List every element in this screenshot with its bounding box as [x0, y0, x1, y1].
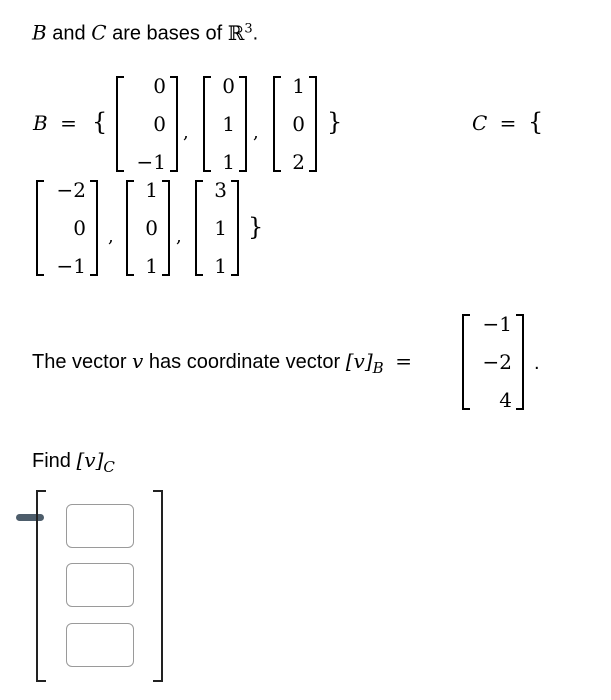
answer-left-bracket: [36, 490, 46, 682]
coordinate-middle-text: has coordinate vector: [148, 351, 341, 373]
matrix-entry: 2: [292, 150, 305, 174]
basis-b-symbol: B: [32, 20, 47, 45]
coordinate-b-vector: −1 −2 4: [462, 314, 524, 410]
drag-handle-icon[interactable]: [16, 514, 44, 521]
matrix-entry: 1: [145, 178, 158, 202]
find-text: Find: [32, 450, 71, 472]
basis-b-vector-3: 1 0 2: [273, 76, 317, 172]
coordinate-b-notation: [v]B: [345, 349, 384, 377]
separator-comma: ,: [108, 226, 114, 247]
intro-are-text: are bases of: [112, 22, 223, 45]
matrix-entry: 1: [222, 112, 235, 136]
matrix-entry: 1: [214, 254, 227, 278]
basis-c-vector-3: 3 1 1: [195, 180, 239, 276]
basis-c-equals: =: [499, 111, 517, 135]
matrix-entry: −1: [56, 254, 86, 278]
real-space-exponent: 3: [244, 21, 253, 36]
matrix-entry: 4: [499, 388, 512, 412]
answer-right-bracket: [153, 490, 163, 682]
separator-comma: ,: [183, 122, 189, 143]
matrix-entry: 1: [214, 216, 227, 240]
coordinate-equals: =: [395, 349, 412, 373]
basis-b-close-brace: }: [327, 108, 343, 136]
matrix-entry: 0: [292, 112, 305, 136]
matrix-entry: 0: [153, 74, 166, 98]
find-c-subscript: C: [103, 458, 115, 476]
matrix-entry: 0: [73, 216, 86, 240]
matrix-entry: 1: [145, 254, 158, 278]
intro-sentence: B and C are bases of ℝ3.: [32, 22, 258, 44]
matrix-entry: 0: [153, 112, 166, 136]
coordinate-sentence: The vector v has coordinate vector [v]B …: [32, 351, 412, 376]
basis-b-open-brace: {: [92, 108, 108, 136]
matrix-entry: 1: [222, 150, 235, 174]
matrix-entry: 1: [292, 74, 305, 98]
real-space-symbol: ℝ3: [227, 20, 253, 45]
intro-period: .: [252, 22, 259, 45]
coordinate-b-subscript: B: [372, 359, 384, 377]
basis-b-vector-1: 0 0 −1: [116, 76, 178, 172]
matrix-entry: −1: [136, 150, 166, 174]
matrix-entry: 0: [222, 74, 235, 98]
basis-b-vector-2: 0 1 1: [203, 76, 247, 172]
intro-and-text: and: [52, 22, 86, 45]
separator-comma: ,: [253, 122, 259, 143]
answer-input-3[interactable]: [66, 623, 134, 667]
coordinate-period: .: [534, 352, 540, 374]
basis-b-label: B =: [33, 111, 77, 135]
answer-input-1[interactable]: [66, 504, 134, 548]
matrix-entry: −1: [482, 312, 512, 336]
basis-c-vector-1: −2 0 −1: [36, 180, 98, 276]
vector-v-symbol: v: [132, 349, 144, 373]
basis-c-label: C =: [472, 111, 517, 135]
basis-c-open-brace: {: [528, 108, 544, 136]
find-prompt: Find [v]C: [32, 450, 115, 475]
basis-b-equals: =: [60, 111, 77, 135]
basis-c-symbol: C: [91, 20, 107, 45]
answer-input-2[interactable]: [66, 563, 134, 607]
matrix-entry: −2: [482, 350, 512, 374]
matrix-entry: 0: [145, 216, 158, 240]
coordinate-prefix-text: The vector: [32, 351, 127, 373]
basis-c-close-brace: }: [248, 213, 264, 241]
matrix-entry: −2: [56, 178, 86, 202]
find-c-notation: [v]C: [76, 448, 115, 476]
separator-comma: ,: [176, 226, 182, 247]
matrix-entry: 3: [214, 178, 227, 202]
basis-c-vector-2: 1 0 1: [126, 180, 170, 276]
